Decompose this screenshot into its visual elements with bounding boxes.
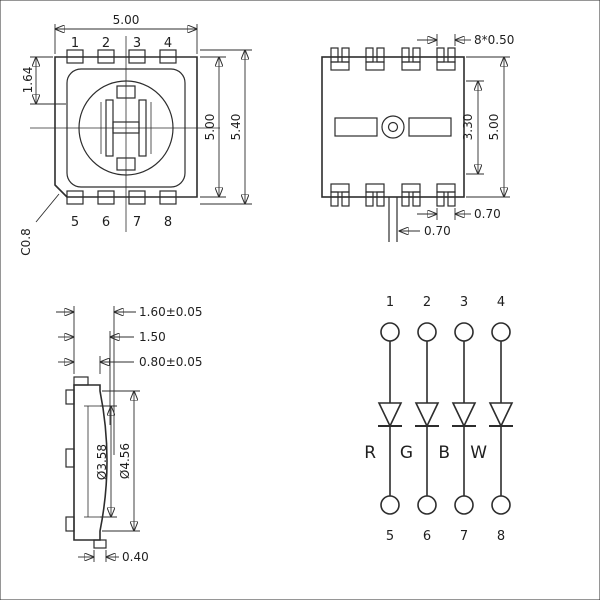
pin-terminal: [417, 322, 437, 342]
schematic-pin-1: 1: [386, 295, 394, 310]
channel-label-r: R: [364, 443, 376, 463]
view-schematic: 1 5 R 2 6 G 3 7 B 4 8: [364, 295, 514, 544]
dim-label-foot: 0.40: [122, 550, 149, 564]
dim-label-pads: 8*0.50: [474, 33, 514, 47]
side-lead: [65, 516, 75, 532]
pin-pad-2: [97, 49, 115, 64]
schematic-pin-3: 3: [460, 295, 468, 310]
thermal-pad-center: [387, 121, 399, 133]
diode-symbol: [377, 402, 403, 428]
lens-circle: [78, 80, 174, 176]
die-pattern: [100, 85, 152, 171]
pin-pad-6: [97, 190, 115, 205]
dim-label-total: 1.60±0.05: [139, 305, 203, 319]
schematic-pin-4: 4: [497, 295, 505, 310]
leader-line: [35, 193, 60, 223]
package-outline: [321, 56, 465, 198]
pin-pad-3: [128, 49, 146, 64]
pin-terminal: [454, 495, 474, 515]
schematic-pin-7: 7: [460, 529, 468, 544]
solder-pad: [330, 183, 456, 207]
dim-label-pad-width: 0.70: [474, 207, 501, 221]
chamfer-note-label: C0.8: [19, 228, 33, 255]
pin-pad-8: [159, 190, 177, 205]
dim-label-inner-height: 5.00: [203, 114, 217, 141]
schematic-pin-5: 5: [386, 529, 394, 544]
dim-label-lens-inner: Ø3.58: [95, 444, 109, 480]
pin-terminal: [380, 495, 400, 515]
channel-label-b: B: [438, 443, 450, 463]
dim-label-base: 0.80±0.05: [139, 355, 203, 369]
solder-pad: [330, 47, 456, 71]
dim-label-outer-span: 5.00: [487, 114, 501, 141]
dim-label-lead-offset: 0.70: [424, 224, 451, 238]
diode-symbol: [451, 402, 477, 428]
top-flange: [73, 376, 89, 386]
pin-number-3: 3: [133, 36, 141, 51]
view-package-side: 1.60±0.05 1.50 0.80±0.05 Ø3.58 Ø4.56 0.4…: [56, 305, 203, 564]
side-lead: [65, 389, 75, 405]
diode-symbol: [414, 402, 440, 428]
pin-number-2: 2: [102, 36, 110, 51]
pin-pad-1: [66, 49, 84, 64]
schematic-pin-8: 8: [497, 529, 505, 544]
dim-label-mid: 1.50: [139, 330, 166, 344]
channel-label-w: W: [470, 443, 487, 463]
center-pad-left: [334, 117, 378, 137]
diode-symbol: [488, 402, 514, 428]
pin-terminal: [417, 495, 437, 515]
channel-label-g: G: [400, 443, 413, 463]
dim-label-outer-height: 5.40: [229, 114, 243, 141]
pin-number-8: 8: [164, 215, 172, 230]
dim-label-edge-offset: 1.64: [21, 67, 35, 94]
pin-terminal: [491, 495, 511, 515]
pin-terminal: [454, 322, 474, 342]
center-pad-right: [408, 117, 452, 137]
pin-pad-7: [128, 190, 146, 205]
pin-pad-4: [159, 49, 177, 64]
dim-label-width: 5.00: [113, 13, 140, 27]
schematic-pin-2: 2: [423, 295, 431, 310]
package-profile: [73, 384, 108, 541]
pin-pad-5: [66, 190, 84, 205]
pin-number-5: 5: [71, 215, 79, 230]
reflector-cup: [66, 68, 186, 188]
dim-label-lens-outer: Ø4.56: [118, 443, 132, 479]
pin-number-6: 6: [102, 215, 110, 230]
pin-terminal: [491, 322, 511, 342]
view-package-pads: 8*0.50 3.30 5.00 0.70 0.70: [321, 33, 514, 242]
dim-label-inner-span: 3.30: [461, 114, 475, 141]
pin-terminal: [380, 322, 400, 342]
schematic-pin-6: 6: [423, 529, 431, 544]
package-outline: [54, 56, 198, 198]
side-lead: [65, 448, 75, 468]
pin-number-4: 4: [164, 36, 172, 51]
thermal-pad-circle: [381, 115, 405, 139]
pin-number-1: 1: [71, 36, 79, 51]
pin-number-7: 7: [133, 215, 141, 230]
bottom-foot: [93, 539, 107, 549]
view-package-top: 1 2 3 4 5 6 7 8 5.00 5.00: [19, 13, 252, 256]
